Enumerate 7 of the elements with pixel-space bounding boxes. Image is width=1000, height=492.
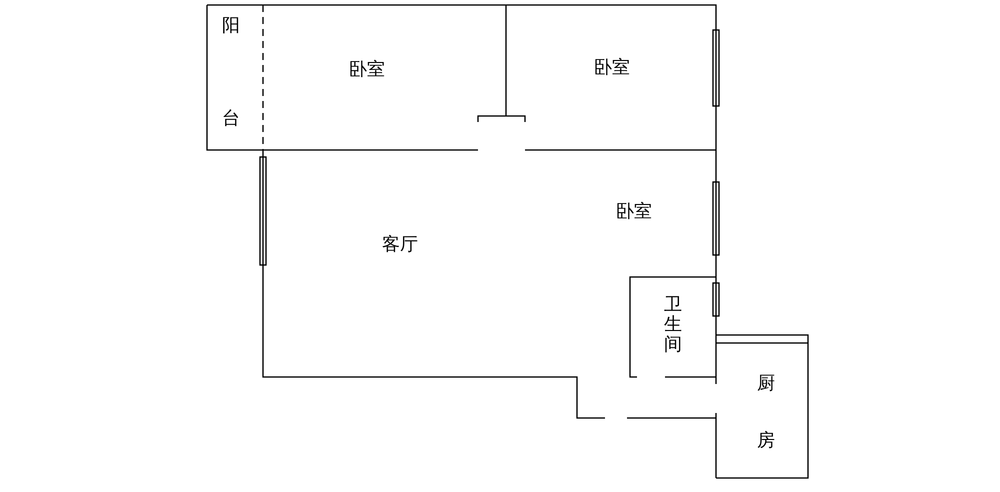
room-label: 卧室 <box>349 61 385 79</box>
room-label: 厨房 <box>756 372 776 453</box>
room-label: 客厅 <box>382 236 418 254</box>
room-label: 卧室 <box>616 203 652 221</box>
room-label: 卧室 <box>594 59 630 77</box>
room-label: 阳台 <box>222 14 240 131</box>
room-label: 卫生间 <box>664 295 682 355</box>
